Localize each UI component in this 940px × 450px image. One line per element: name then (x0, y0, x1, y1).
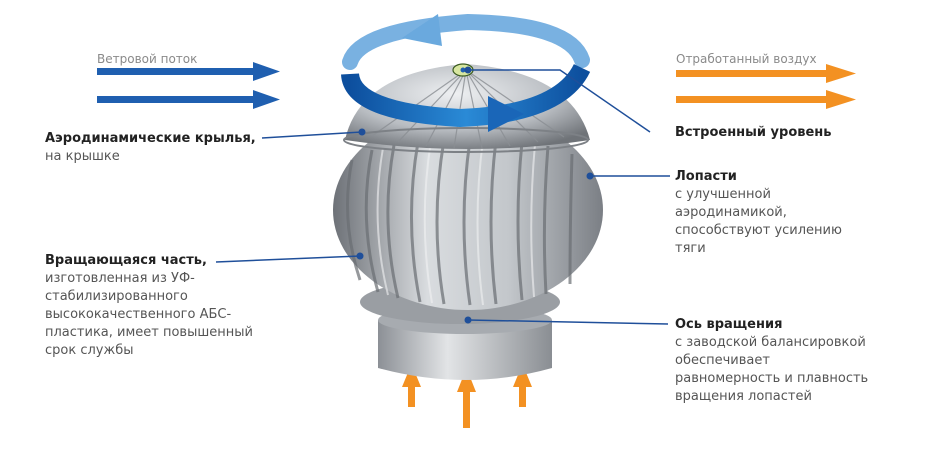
exhaust-arrow-bottom (676, 90, 856, 109)
exhaust-flow-label: Отработанный воздух (676, 52, 817, 66)
rotor-cap (343, 64, 590, 153)
callout-wings-title: Аэродинамические крылья, (45, 131, 256, 146)
rotation-arrow (341, 13, 591, 132)
exhaust-arrow-top (676, 64, 856, 83)
wind-flow-label: Ветровой поток (97, 52, 198, 66)
rotor-body (333, 110, 603, 310)
leader-axis (467, 319, 669, 325)
wind-arrow-top (97, 62, 280, 81)
leader-wings (261, 131, 363, 139)
callout-rotating-title: Вращающаяся часть, (45, 253, 207, 268)
leader-lines (215, 69, 670, 325)
callout-level: Встроенный уровень (675, 124, 895, 142)
leader-rotating (215, 255, 361, 263)
callout-axis-desc: с заводской балансировкой обеспечивает р… (675, 335, 869, 404)
callout-wings: Аэродинамические крылья, на крышке (45, 130, 265, 166)
callout-rotating: Вращающаяся часть, изготовленная из УФ- … (45, 252, 285, 360)
intake-arrow-left (402, 364, 421, 407)
intake-arrow-right (513, 364, 532, 407)
callout-blades-title: Лопасти (675, 169, 737, 184)
callout-blades-desc: с улучшенной аэродинамикой, способствуют… (675, 187, 842, 256)
leader-level (468, 69, 651, 133)
leader-dots (356, 66, 594, 324)
callout-axis: Ось вращения с заводской балансировкой о… (675, 316, 915, 406)
callout-axis-title: Ось вращения (675, 317, 783, 332)
intake-arrow-center (457, 368, 476, 428)
callout-level-title: Встроенный уровень (675, 125, 832, 140)
callout-rotating-desc: изготовленная из УФ- стабилизированного … (45, 271, 253, 358)
wind-arrow-bottom (97, 90, 280, 109)
callout-wings-desc: на крышке (45, 149, 120, 164)
callout-blades: Лопасти с улучшенной аэродинамикой, спос… (675, 168, 905, 258)
